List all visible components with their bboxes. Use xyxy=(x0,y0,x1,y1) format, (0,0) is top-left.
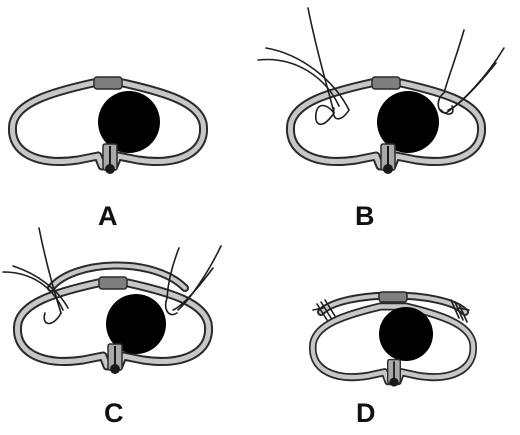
panel-label-d: D xyxy=(356,398,376,428)
sternum-segment xyxy=(93,76,123,90)
sternum-segment xyxy=(98,276,128,290)
panel-d xyxy=(312,291,474,388)
suture-threads-right xyxy=(164,245,222,316)
heart-icon xyxy=(106,294,166,354)
heart-icon xyxy=(379,307,433,361)
suture-threads-left xyxy=(257,7,350,126)
vertebra-icon xyxy=(380,143,396,175)
heart-icon xyxy=(377,91,439,153)
panel-label-a: A xyxy=(98,201,118,231)
heart-icon xyxy=(98,91,160,153)
panel-label-b: B xyxy=(355,201,375,231)
vertebra-icon xyxy=(386,358,402,388)
vertebra-icon xyxy=(107,343,123,375)
panel-label-c: C xyxy=(104,398,124,428)
suture-threads-right xyxy=(437,29,505,115)
support-bar-core xyxy=(49,263,187,290)
panel-b xyxy=(257,7,505,175)
fixation-ties-right xyxy=(450,299,470,323)
panel-a xyxy=(12,76,203,175)
vertebra-icon xyxy=(102,143,118,175)
sternum-segment xyxy=(371,76,401,90)
suture-threads-left xyxy=(2,227,69,325)
panel-c xyxy=(2,227,222,375)
sternum-segment xyxy=(378,291,408,303)
fixation-ties-left xyxy=(312,299,336,321)
